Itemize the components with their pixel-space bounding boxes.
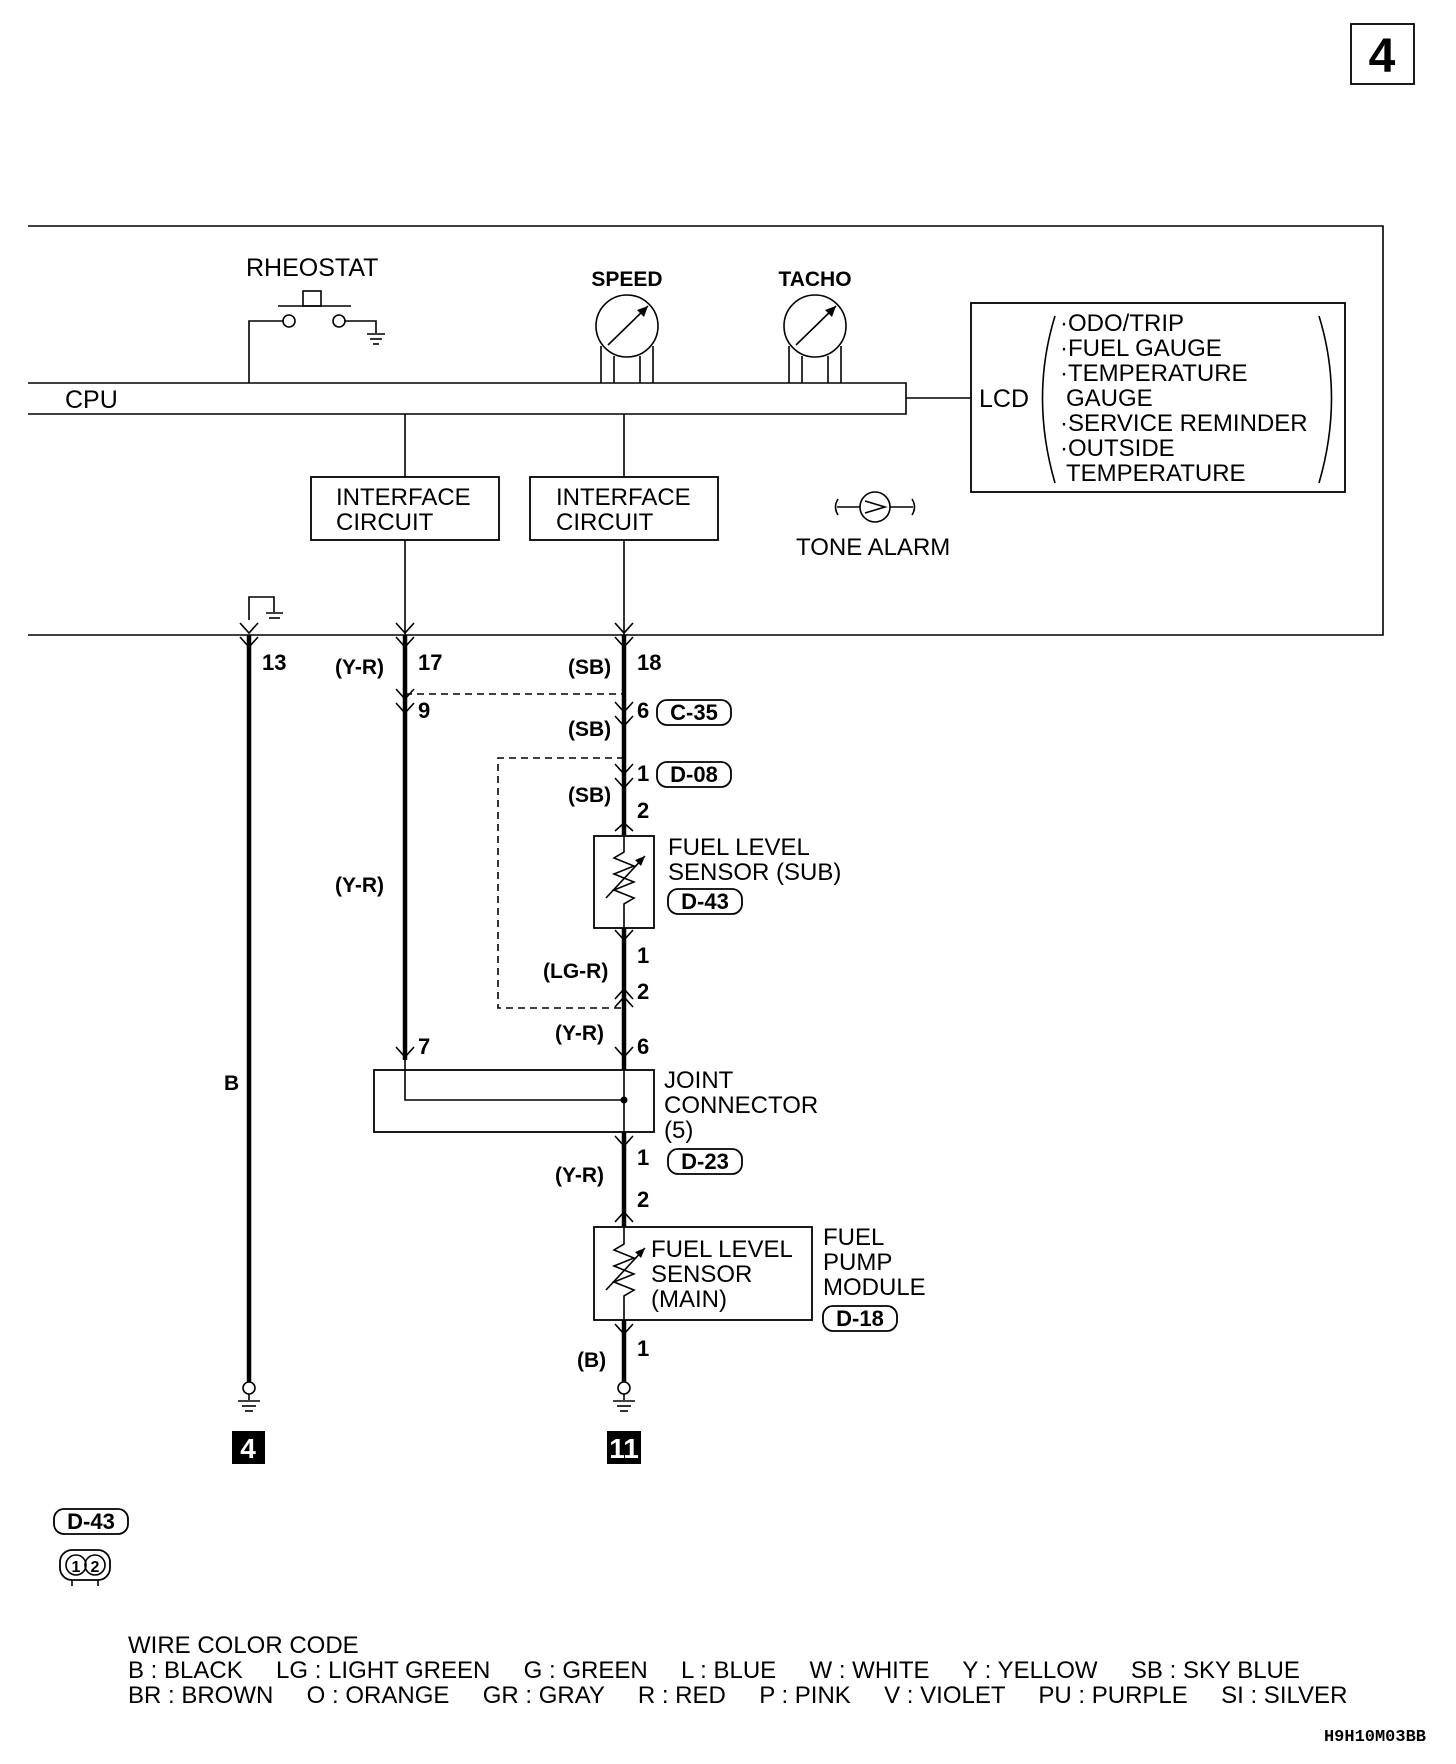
pin-7: 7	[418, 1034, 430, 1059]
interface-circuit-1-label: CIRCUIT	[336, 509, 434, 536]
page-number-box: 4	[1350, 23, 1415, 85]
pin-1: 1	[637, 943, 649, 968]
speed-gauge: SPEED	[591, 268, 663, 383]
pin-13: 13	[262, 650, 286, 675]
connector-d43: D-43	[667, 888, 743, 915]
wire-color-yr: (Y-R)	[335, 656, 384, 679]
ground-4: 4	[232, 1381, 265, 1464]
pin-1: 1	[637, 1145, 649, 1170]
connector-c35: C-35	[656, 699, 732, 726]
wire-color-yr: (Y-R)	[555, 1022, 604, 1045]
legend-title: WIRE COLOR CODE	[128, 1632, 359, 1659]
rheostat: RHEOSTAT	[246, 254, 385, 383]
lcd-item: ·OUTSIDE	[1060, 435, 1175, 462]
joint-connector-label: (5)	[664, 1117, 693, 1144]
cpu-block: CPU	[28, 382, 971, 415]
fuel-level-sensor-main-label: FUEL LEVEL	[651, 1236, 793, 1263]
wire-color-yr: (Y-R)	[555, 1164, 604, 1187]
wire-color-legend: WIRE COLOR CODE B : BLACK LG : LIGHT GRE…	[128, 1632, 1347, 1709]
pin-1: 1	[637, 761, 649, 786]
wire-yr-main: 1 D-23 (Y-R) 2	[555, 1132, 743, 1226]
lcd-block: LCD ·ODO/TRIP ·FUEL GAUGE ·TEMPERATURE G…	[970, 302, 1346, 493]
tone-alarm: TONE ALARM	[796, 491, 950, 561]
legend-pin: 1	[72, 1559, 81, 1576]
legend-pin: 2	[91, 1559, 100, 1576]
ground-11: 11	[607, 1381, 641, 1464]
lcd-item: GAUGE	[1066, 385, 1153, 412]
connector-d23: D-23	[667, 1148, 743, 1175]
fuel-pump-module-label: PUMP	[823, 1249, 892, 1276]
joint-connector: JOINT CONNECTOR (5)	[373, 1060, 818, 1144]
tacho-gauge: TACHO	[778, 268, 852, 383]
legend-row: B : BLACK LG : LIGHT GREEN G : GREEN L :…	[128, 1657, 1300, 1684]
lcd-item: ·TEMPERATURE	[1060, 360, 1248, 387]
connector-d08: D-08	[656, 761, 732, 788]
wire-color-b: (B)	[577, 1349, 606, 1372]
pin-6: 6	[637, 1034, 649, 1059]
connector-d43-label: D-43	[681, 889, 729, 914]
fuel-level-sensor-sub-label: FUEL LEVEL	[668, 834, 810, 861]
pin-2: 2	[637, 798, 649, 823]
ground-4-label: 4	[240, 1433, 256, 1464]
interface-circuit-1-label: INTERFACE	[336, 484, 471, 511]
pin-2: 2	[637, 979, 649, 1004]
wire-sb-18: 18 (SB) 6 C-35 (SB) 1 D-08 (SB) 2	[568, 622, 732, 835]
cpu-label: CPU	[65, 386, 118, 414]
connector-c35-label: C-35	[670, 700, 718, 725]
lcd-item: ·ODO/TRIP	[1060, 310, 1184, 337]
lcd-item: TEMPERATURE	[1066, 460, 1246, 487]
interface-circuit-2-label: INTERFACE	[556, 484, 691, 511]
fuel-level-sensor-sub: FUEL LEVEL SENSOR (SUB) D-43	[593, 834, 841, 929]
meter-boundary	[28, 225, 1384, 636]
pin-9: 9	[418, 698, 430, 723]
wire-b-ground: 13 B	[224, 622, 286, 1382]
joint-connector-label: CONNECTOR	[664, 1092, 818, 1119]
wire-color-yr: (Y-R)	[335, 874, 384, 897]
legend-row: BR : BROWN O : ORANGE GR : GRAY R : RED …	[128, 1682, 1347, 1709]
tacho-label: TACHO	[778, 268, 851, 291]
wire-color-lgr: (LG-R)	[543, 960, 608, 983]
connector-d18-label: D-18	[836, 1306, 884, 1331]
interface-circuit-2: INTERFACE CIRCUIT	[529, 414, 719, 541]
ground-11-label: 11	[609, 1433, 639, 1464]
lcd-label: LCD	[979, 385, 1029, 413]
interface-circuit-2-label: CIRCUIT	[556, 509, 654, 536]
pin-1: 1	[637, 1336, 649, 1361]
speed-label: SPEED	[591, 268, 662, 291]
wire-color-sb: (SB)	[568, 656, 611, 679]
wire-color-sb: (SB)	[568, 784, 611, 807]
pin-17: 17	[418, 650, 442, 675]
lcd-item: ·FUEL GAUGE	[1060, 335, 1222, 362]
fuel-pump-module-label: MODULE	[823, 1274, 926, 1301]
connector-face-legend: D-43 1 2	[53, 1508, 129, 1586]
figure-code: H9H10M03BB	[1324, 1728, 1426, 1747]
rheostat-label: RHEOSTAT	[246, 254, 378, 282]
fuel-pump-module-label: FUEL	[823, 1224, 884, 1251]
fuel-level-sensor-main-label: SENSOR	[651, 1261, 752, 1288]
fuel-level-sensor-main-label: (MAIN)	[651, 1286, 727, 1313]
connector-d23-label: D-23	[681, 1149, 729, 1174]
lcd-item: ·SERVICE REMINDER	[1060, 410, 1308, 437]
fuel-level-sensor-sub-label: SENSOR (SUB)	[668, 859, 841, 886]
wire-color-sb: (SB)	[568, 718, 611, 741]
pin-6: 6	[637, 698, 649, 723]
connector-d08-label: D-08	[670, 762, 718, 787]
fuel-level-sensor-main: FUEL LEVEL SENSOR (MAIN)	[593, 1226, 813, 1321]
wire-b-bottom: 1 (B)	[577, 1320, 649, 1382]
pin-2: 2	[637, 1187, 649, 1212]
pin-18: 18	[637, 650, 661, 675]
joint-connector-label: JOINT	[664, 1067, 734, 1094]
legend-connector-label: D-43	[67, 1509, 115, 1534]
shield-line	[497, 757, 624, 1009]
wire-yr-17: 17 (Y-R) 9 (Y-R) 7	[335, 622, 442, 1060]
meter-internal-ground	[248, 596, 283, 620]
tone-alarm-label: TONE ALARM	[796, 534, 950, 561]
page-number: 4	[1369, 30, 1396, 83]
connector-d18: D-18	[822, 1305, 898, 1332]
wire-lgr: 1 (LG-R) 2 (Y-R) 6	[543, 928, 649, 1070]
interface-circuit-1: INTERFACE CIRCUIT	[310, 414, 500, 541]
fuel-pump-module: FUEL PUMP MODULE D-18	[822, 1224, 926, 1332]
wire-color-b: B	[224, 1072, 239, 1095]
